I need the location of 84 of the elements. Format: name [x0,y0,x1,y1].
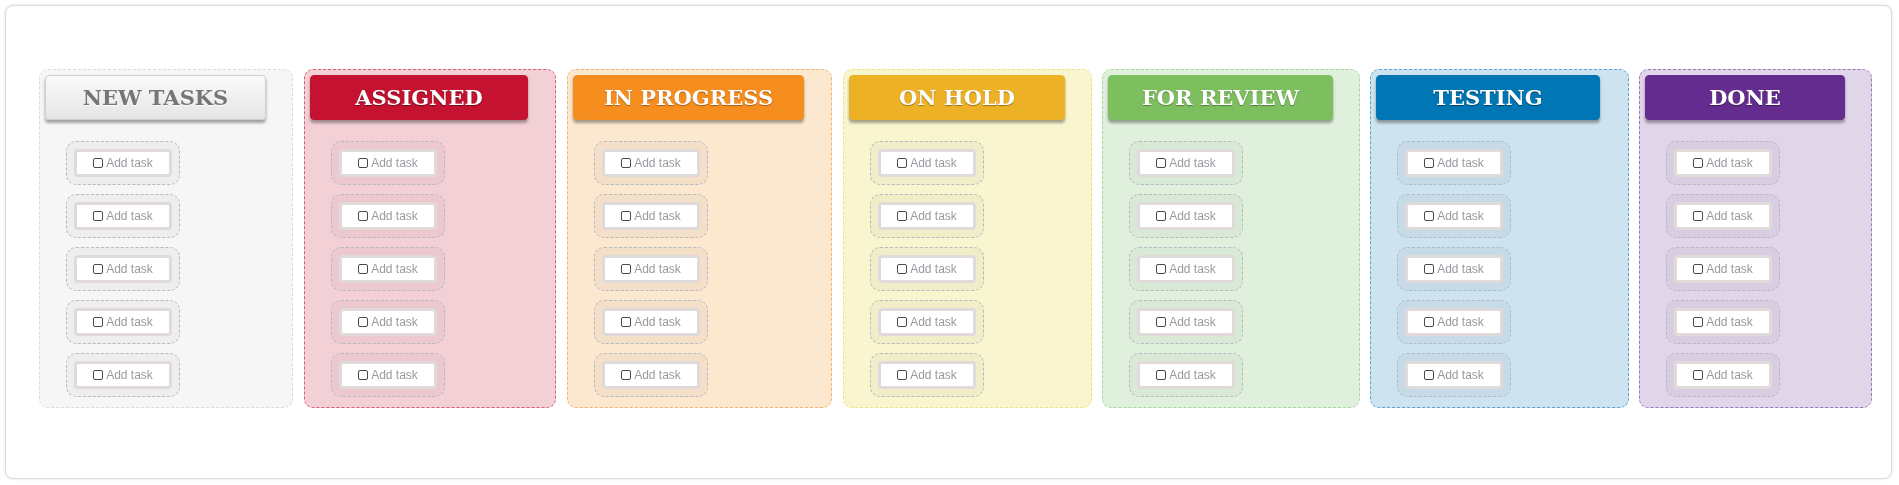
add-task-button: Add task [878,361,976,389]
task-slot [66,300,180,344]
task-slot [1397,353,1511,397]
add-task-button: Add task [74,361,172,389]
task-slot [870,247,984,291]
add-task-button: Add task [602,361,700,389]
add-task-button: Add task [1674,255,1772,283]
add-task-button: Add task [878,308,976,336]
task-slot [1666,300,1780,344]
task-slot [1666,353,1780,397]
kanban-column [304,69,556,408]
task-slot [594,194,708,238]
add-task-button: Add task [1137,255,1235,283]
add-task-button: Add task [339,202,437,230]
task-slot [1397,194,1511,238]
add-task-button: Add task [602,255,700,283]
add-task-button: Add task [602,308,700,336]
add-task-button: Add task [1405,308,1503,336]
add-task-button: Add task [339,308,437,336]
add-task-button: Add task [339,361,437,389]
add-task-button: Add task [1405,255,1503,283]
task-slot [1129,300,1243,344]
task-slot [870,194,984,238]
task-slot [1129,141,1243,185]
column-header: ASSIGNED [310,75,528,120]
task-slot [1666,247,1780,291]
task-slot [331,141,445,185]
task-slot [1397,300,1511,344]
task-slot [594,300,708,344]
column-header: ON HOLD [849,75,1065,120]
add-task-button: Add task [74,202,172,230]
task-slot [66,247,180,291]
task-slot [594,141,708,185]
task-slot [870,141,984,185]
column-header: NEW TASKS [45,75,266,120]
add-task-button: Add task [878,149,976,177]
task-slot [594,247,708,291]
task-slot [870,300,984,344]
add-task-button: Add task [1137,149,1235,177]
add-task-button: Add task [1137,308,1235,336]
add-task-button: Add task [1405,202,1503,230]
task-slot [66,194,180,238]
task-slot [1129,353,1243,397]
add-task-button: Add task [1674,308,1772,336]
add-task-button: Add task [1674,361,1772,389]
add-task-button: Add task [1137,361,1235,389]
task-slot [870,353,984,397]
kanban-column [567,69,832,408]
task-slot [1666,194,1780,238]
add-task-button: Add task [1137,202,1235,230]
task-slot [66,353,180,397]
add-task-button: Add task [74,255,172,283]
column-header: FOR REVIEW [1108,75,1333,120]
task-slot [331,194,445,238]
add-task-button: Add task [1405,361,1503,389]
add-task-button: Add task [74,308,172,336]
task-slot [1397,141,1511,185]
add-task-button: Add task [878,255,976,283]
add-task-button: Add task [878,202,976,230]
task-slot [331,300,445,344]
kanban-column [39,69,293,408]
task-slot [1397,247,1511,291]
task-slot [1129,247,1243,291]
add-task-button: Add task [339,149,437,177]
add-task-button: Add task [1674,202,1772,230]
column-header: TESTING [1376,75,1600,120]
task-slot [331,353,445,397]
add-task-button: Add task [602,202,700,230]
column-header: DONE [1645,75,1845,120]
kanban-column [1639,69,1872,408]
add-task-button: Add task [1405,149,1503,177]
column-header: IN PROGRESS [573,75,804,120]
add-task-button: Add task [1674,149,1772,177]
task-slot [1129,194,1243,238]
task-slot [331,247,445,291]
task-slot [594,353,708,397]
task-slot [66,141,180,185]
kanban-column [1102,69,1360,408]
kanban-column [1370,69,1629,408]
task-slot [1666,141,1780,185]
add-task-button: Add task [339,255,437,283]
kanban-column [843,69,1092,408]
add-task-button: Add task [602,149,700,177]
add-task-button: Add task [74,149,172,177]
